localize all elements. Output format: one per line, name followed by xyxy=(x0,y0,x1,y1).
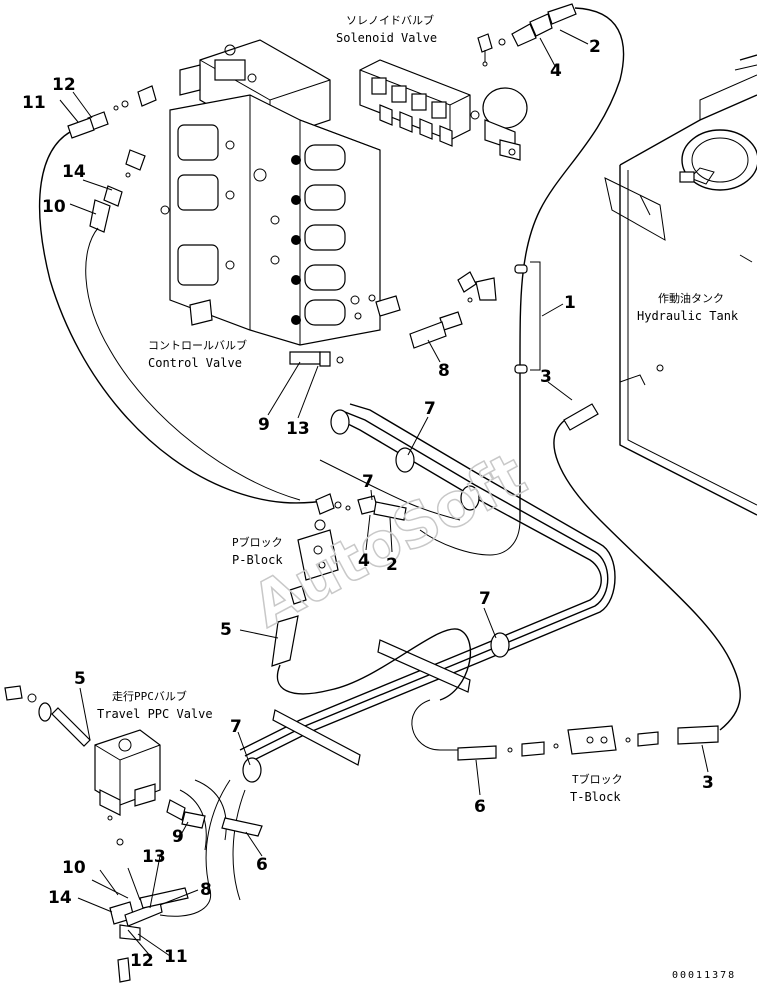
callout-10: 10 xyxy=(62,858,86,878)
hoses xyxy=(38,7,741,917)
callout-10: 10 xyxy=(42,197,66,217)
watermark: AutoSoft xyxy=(241,439,537,641)
solenoid-valve xyxy=(359,59,528,161)
callout-2: 2 xyxy=(589,37,601,57)
callout-4: 4 xyxy=(358,551,370,571)
drawing-code: 00011378 xyxy=(672,970,736,981)
callout-8: 8 xyxy=(200,880,212,900)
control-valve-label-en: Control Valve xyxy=(148,356,242,370)
travel-ppc-label-en: Travel PPC Valve xyxy=(97,707,213,721)
p-block-label-jp: Pブロック xyxy=(232,535,283,549)
callout-7: 7 xyxy=(230,717,242,737)
callout-3: 3 xyxy=(702,773,714,793)
callout-5: 5 xyxy=(220,620,232,640)
solenoid-label-en: Solenoid Valve xyxy=(336,31,437,45)
callout-13: 13 xyxy=(142,847,166,867)
callout-12: 12 xyxy=(52,75,76,95)
callout-7: 7 xyxy=(424,399,436,419)
t-block-label-en: T-Block xyxy=(570,790,621,804)
callout-1: 1 xyxy=(564,293,576,313)
callout-14: 14 xyxy=(62,162,86,182)
callout-11: 11 xyxy=(164,947,188,967)
callout-5: 5 xyxy=(74,669,86,689)
solenoid-fittings xyxy=(477,3,577,67)
tank-label-jp: 作動油タンク xyxy=(658,291,724,305)
callout-4: 4 xyxy=(550,61,562,81)
p-block-label-en: P-Block xyxy=(232,553,283,567)
callout-2: 2 xyxy=(386,555,398,575)
p-block-fittings xyxy=(334,495,407,521)
control-valve-fittings-left xyxy=(67,85,157,233)
control-valve xyxy=(160,39,381,346)
callout-13: 13 xyxy=(286,419,310,439)
control-valve-fittings-right xyxy=(289,271,497,367)
travel-ppc-valve xyxy=(4,685,263,983)
callout-9: 9 xyxy=(172,827,184,847)
callout-6: 6 xyxy=(256,855,268,875)
callout-3: 3 xyxy=(540,367,552,387)
p-block xyxy=(271,493,339,667)
travel-ppc-label-jp: 走行PPCバルブ xyxy=(112,689,187,703)
leader-lines xyxy=(59,29,709,959)
callout-12: 12 xyxy=(130,951,154,971)
callout-8: 8 xyxy=(438,361,450,381)
hydraulic-tank xyxy=(604,54,757,516)
component-labels: ソレノイドバルブ Solenoid Valve コントロールバルブ Contro… xyxy=(97,13,739,804)
control-valve-label-jp: コントロールバルブ xyxy=(148,338,247,352)
callout-14: 14 xyxy=(48,888,72,908)
callout-7: 7 xyxy=(362,472,374,492)
callout-7: 7 xyxy=(479,589,491,609)
t-block xyxy=(457,725,719,761)
t-block-label-jp: Tブロック xyxy=(572,772,623,786)
callout-9: 9 xyxy=(258,415,270,435)
callout-6: 6 xyxy=(474,797,486,817)
callout-numbers: 2 4 11 12 14 10 1 3 8 9 13 7 7 4 2 5 7 5… xyxy=(22,37,714,971)
tank-label-en: Hydraulic Tank xyxy=(637,309,739,323)
callout-11: 11 xyxy=(22,93,46,113)
solenoid-label-jp: ソレノイドバルブ xyxy=(346,13,434,27)
